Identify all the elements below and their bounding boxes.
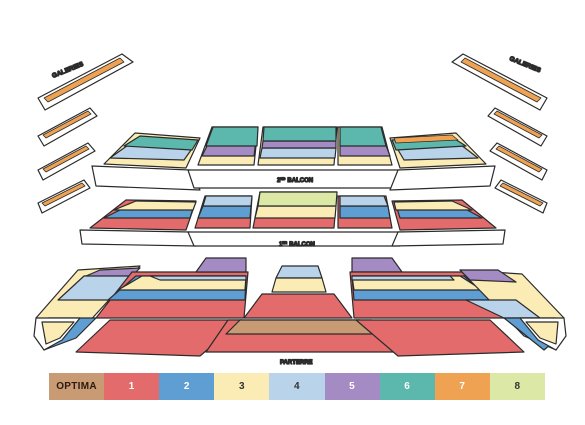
legend-zone-6[interactable]: 6	[379, 373, 435, 400]
legend-zone-7[interactable]: 7	[434, 373, 490, 400]
galleries-right-label: GALERIES	[508, 55, 542, 74]
legend-optima[interactable]: OPTIMA	[49, 373, 105, 400]
second-balcony-label-sup: ND	[280, 177, 286, 181]
parterre-label: PARTERRE	[280, 360, 313, 366]
galleries-left[interactable]	[37, 53, 134, 214]
parterre[interactable]	[33, 257, 567, 357]
legend-zone-1[interactable]: 1	[104, 373, 160, 400]
legend-zone-4[interactable]: 4	[269, 373, 325, 400]
first-balcony-label-suffix: BALCON	[289, 242, 315, 248]
galleries-right[interactable]	[451, 53, 548, 214]
second-balcony[interactable]	[91, 126, 496, 191]
legend-zone-8-label: 8	[514, 381, 521, 392]
legend-optima-label: OPTIMA	[56, 381, 97, 392]
legend-zone-5[interactable]: 5	[324, 373, 380, 400]
legend-zone-8[interactable]: 8	[489, 373, 545, 400]
first-balcony-label-sup: ER	[282, 241, 287, 245]
legend-zone-1-label: 1	[128, 381, 135, 392]
legend-zone-6-label: 6	[404, 381, 411, 392]
price-legend: OPTIMA 1 2 3 4 5 6 7 8	[49, 373, 545, 400]
second-balcony-label-prefix: 2	[277, 178, 281, 184]
first-balcony[interactable]	[79, 191, 506, 247]
first-balcony-label-prefix: 1	[279, 242, 283, 248]
legend-zone-2[interactable]: 2	[159, 373, 215, 400]
legend-zone-5-label: 5	[349, 381, 356, 392]
legend-zone-3[interactable]: 3	[214, 373, 270, 400]
legend-zone-7-label: 7	[459, 381, 466, 392]
legend-zone-3-label: 3	[238, 381, 245, 392]
second-balcony-label-suffix: BALCON	[287, 178, 313, 184]
legend-zone-4-label: 4	[294, 381, 300, 392]
legend-zone-2-label: 2	[183, 381, 190, 392]
